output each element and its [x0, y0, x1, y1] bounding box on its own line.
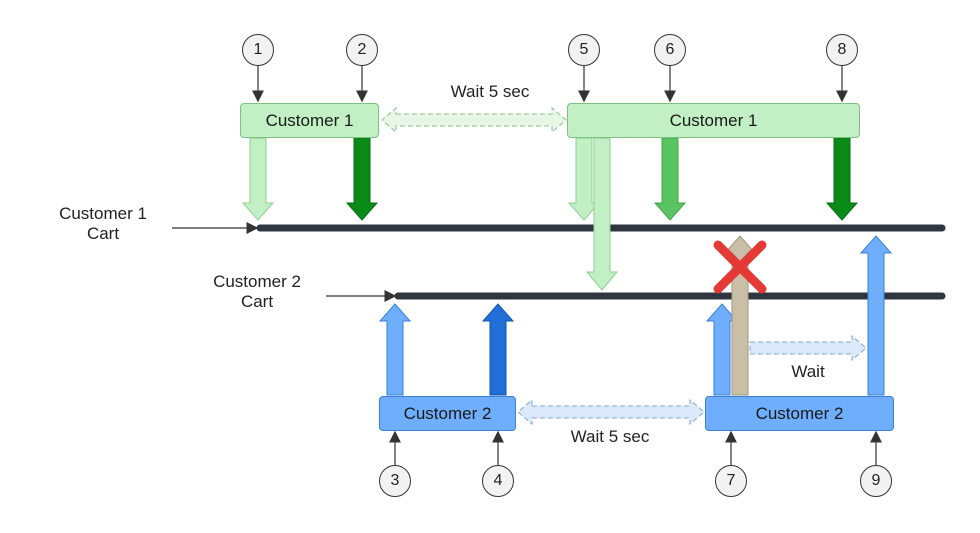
wait-arrow-top — [381, 106, 567, 134]
step-badge-7: 7 — [715, 465, 747, 497]
c1-update-arrow — [653, 137, 687, 221]
c2-write-arrow-1 — [481, 303, 515, 396]
step-badge-4: 4 — [482, 465, 514, 497]
wait-label-short: Wait — [791, 362, 825, 381]
wait-arrow-short — [749, 334, 867, 362]
c1-read-arrow-2 — [567, 137, 601, 221]
c2-write-arrow-2 — [859, 235, 893, 396]
step-badge-2: 2 — [346, 34, 378, 66]
wait-arrow-bottom — [517, 398, 705, 426]
step-badge-1: 1 — [242, 34, 274, 66]
blocked-cross-icon — [713, 240, 767, 294]
customer2-box-1: Customer 2 — [379, 396, 516, 431]
c2-read-arrow-1 — [378, 303, 412, 396]
step-badge-6: 6 — [654, 34, 686, 66]
customer2-cart-label: Customer 2 Cart — [213, 272, 301, 311]
step-badge-9: 9 — [860, 465, 892, 497]
customer2-box-2: Customer 2 — [705, 396, 894, 431]
customer1-box-2: Customer 1 — [567, 103, 860, 138]
c1-read-arrow-1 — [241, 137, 275, 221]
customer1-box-1: Customer 1 — [240, 103, 379, 138]
c1-write-arrow-2 — [825, 137, 859, 221]
step-badge-8: 8 — [826, 34, 858, 66]
step-badge-3: 3 — [379, 465, 411, 497]
c1-write-arrow-1 — [345, 137, 379, 221]
customer1-cart-label: Customer 1 Cart — [59, 204, 147, 243]
c2-read-arrow-2 — [705, 303, 739, 396]
wait-label-top: Wait 5 sec — [450, 82, 530, 101]
wait-label-bottom: Wait 5 sec — [570, 427, 650, 446]
c1-cross-read-arrow — [585, 137, 619, 291]
step-badge-5: 5 — [568, 34, 600, 66]
